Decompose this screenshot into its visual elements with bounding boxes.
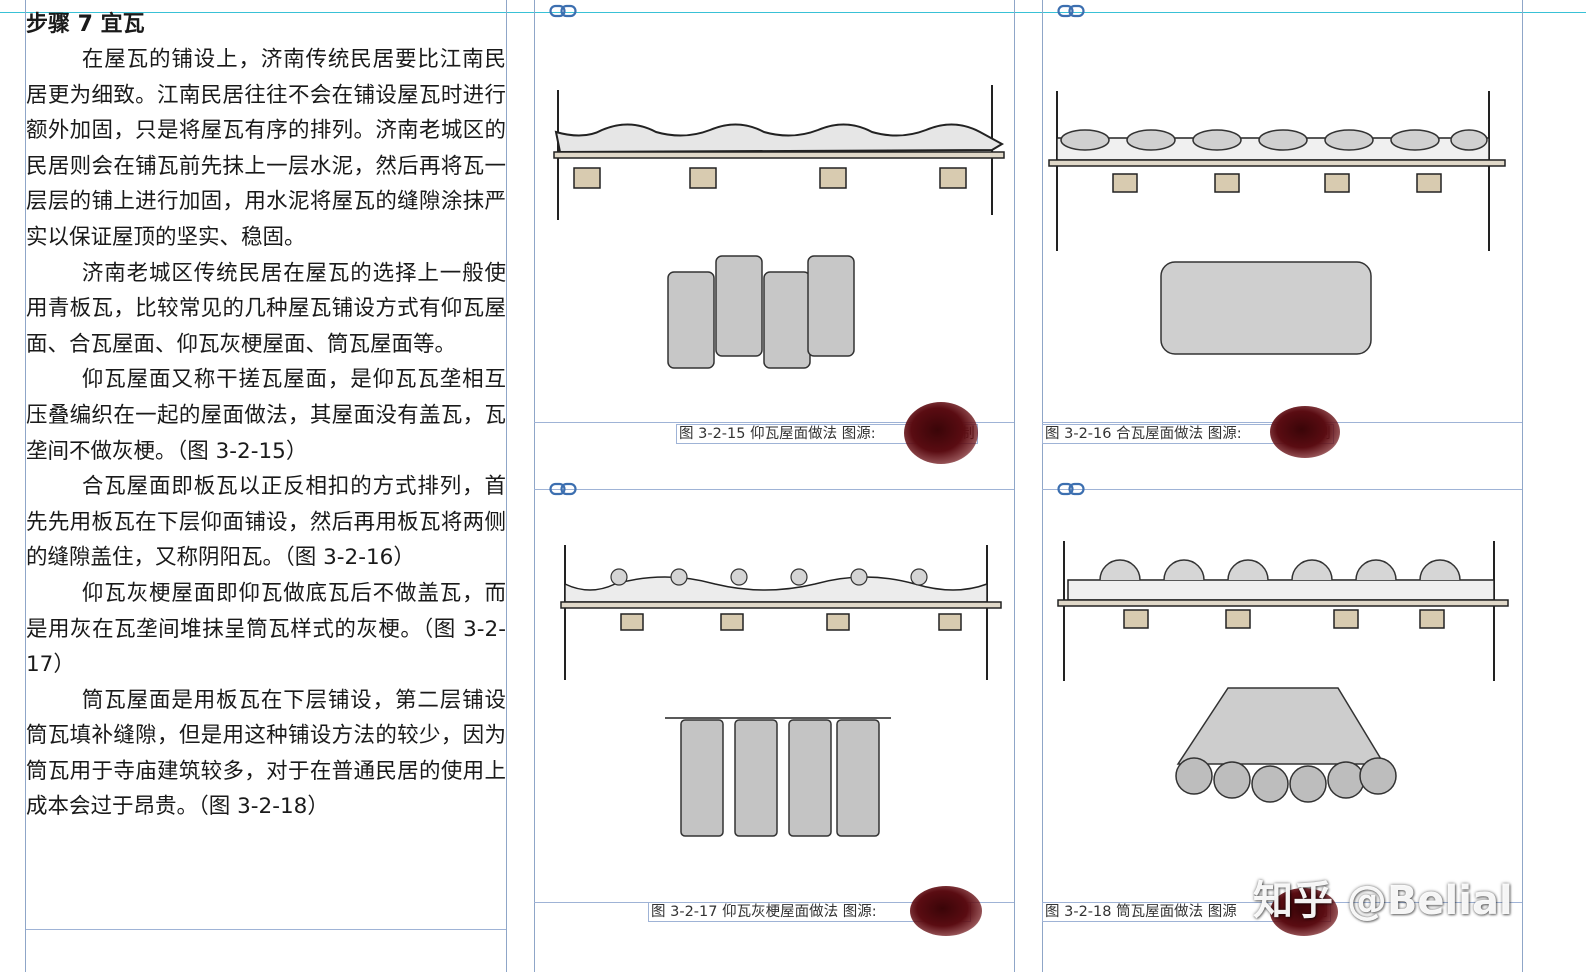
caption-fig-3-2-16[interactable]: 图 3-2-16 合瓦屋面做法 图源:绘制 — [1042, 424, 1334, 444]
frame-edge-text-right — [506, 0, 507, 972]
paragraph-3: 仰瓦屋面又称干搓瓦屋面，是仰瓦瓦垄相互压叠编织在一起的屋面做法，其屋面没有盖瓦，… — [26, 367, 506, 464]
link-icon[interactable] — [1057, 482, 1085, 496]
paragraph-6: 筒瓦屋面是用板瓦在下层铺设，第二层铺设筒瓦填补缝隙，但是用这种铺设方法的较少，因… — [26, 687, 506, 820]
figure-3-2-18-drawing[interactable] — [1048, 536, 1518, 826]
redaction-blot — [1270, 406, 1340, 458]
frame-edge-fig15-bottom — [534, 422, 1014, 423]
frame-edge-fig18-top — [1042, 489, 1522, 490]
paragraph-5: 仰瓦灰梗屋面即仰瓦做底瓦后不做盖瓦，而是用灰在瓦垄间堆抹呈筒瓦样式的灰梗。（图 … — [26, 580, 506, 678]
frame-edge-col2-left — [534, 0, 535, 972]
link-icon[interactable] — [1057, 4, 1085, 18]
frame-edge-fig17-top — [534, 489, 1014, 490]
frame-edge-col3-left — [1042, 0, 1043, 972]
paragraph-1: 在屋瓦的铺设上，济南传统民居要比江南民居更为细致。江南民居往往不会在铺设屋瓦时进… — [26, 47, 506, 250]
redaction-blot — [1270, 888, 1338, 936]
frame-edge-col2-right — [1014, 0, 1015, 972]
section-heading: 步骤 7 宜瓦 — [26, 12, 145, 37]
figure-3-2-15-drawing[interactable] — [540, 80, 1010, 380]
figure-3-2-17-drawing[interactable] — [545, 540, 1010, 840]
figure-3-2-16-drawing[interactable] — [1045, 86, 1515, 386]
link-icon[interactable] — [549, 4, 577, 18]
caption-fig18-left: 图 3-2-18 筒瓦屋面做法 图源 — [1045, 904, 1237, 920]
redaction-blot — [910, 886, 982, 936]
paragraph-2: 济南老城区传统民居在屋瓦的选择上一般使用青板瓦，比较常见的几种屋瓦铺设方式有仰瓦… — [26, 260, 506, 357]
site-watermark: 知乎 @Belial — [1253, 878, 1513, 924]
frame-edge-col3-right — [1522, 0, 1523, 972]
guide-line-top — [0, 12, 1586, 13]
link-icon[interactable] — [549, 482, 577, 496]
caption-fig16-left: 图 3-2-16 合瓦屋面做法 图源: — [1045, 426, 1242, 442]
frame-edge-text-left — [25, 0, 26, 972]
paragraph-4: 合瓦屋面即板瓦以正反相扣的方式排列，首先先用板瓦在下层仰面铺设，然后再用板瓦将两… — [26, 474, 506, 571]
frame-edge-text-bottom — [26, 929, 506, 930]
redaction-blot — [904, 402, 978, 464]
caption-fig17-left: 图 3-2-17 仰瓦灰梗屋面做法 图源: — [651, 904, 877, 920]
caption-fig15-left: 图 3-2-15 仰瓦屋面做法 图源: — [679, 426, 876, 442]
body-text-frame[interactable]: 步骤 7 宜瓦 在屋瓦的铺设上，济南传统民居要比江南民居更为细致。江南民居往往不… — [26, 8, 506, 825]
